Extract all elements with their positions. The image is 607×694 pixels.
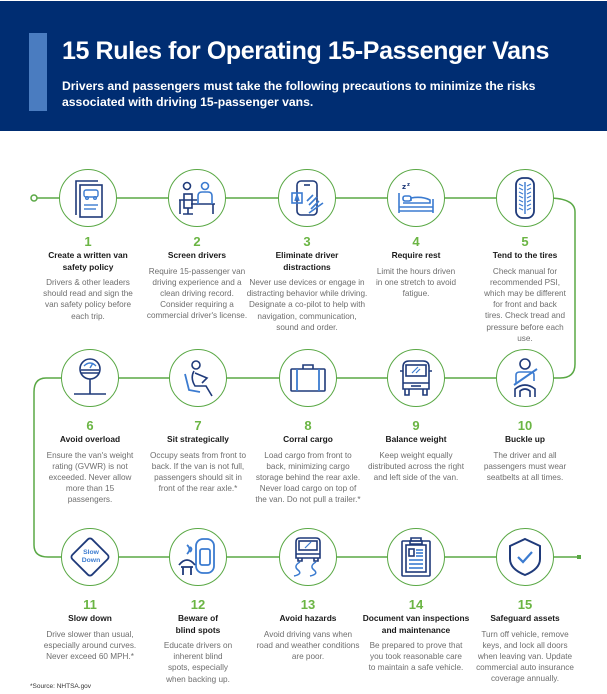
svg-text:z: z (402, 183, 406, 191)
document-van-icon (75, 180, 103, 218)
step-7-icon-circle (169, 349, 227, 407)
step-description: Check manual for recommended PSI, which … (484, 266, 566, 343)
step-title: Tend to the tires (492, 250, 558, 260)
step-9-icon-circle (387, 349, 445, 407)
step-3-icon-circle (278, 169, 336, 227)
step-description: Be prepared to prove that you took reaso… (368, 641, 464, 673)
interview-icon (179, 181, 215, 215)
step-2: 2 Screen drivers Require 15-passenger va… (142, 235, 252, 322)
step-14-icon-circle (387, 528, 445, 586)
van-front-icon (400, 360, 432, 396)
seatbelt-icon (513, 358, 538, 397)
step-description: Require 15-passenger van driving experie… (146, 266, 248, 321)
step-15-icon-circle (496, 528, 554, 586)
step-10: 10 Buckle up The driver and all passenge… (470, 419, 580, 483)
step-2-icon-circle (168, 169, 226, 227)
source-footnote: *Source: NHTSA.gov (30, 683, 92, 690)
step-9: 9 Balance weight Keep weight equally dis… (361, 419, 471, 483)
step-description: Ensure the van's weight rating (GVWR) is… (46, 450, 134, 505)
step-title: Safeguard assets (490, 613, 560, 623)
step-title: Beware of blind spots (175, 613, 221, 635)
step-title: Balance weight (385, 434, 447, 444)
step-number: 9 (412, 418, 420, 433)
seated-person-icon (184, 360, 213, 397)
step-description: Drivers & other leaders should read and … (43, 278, 133, 321)
step-description: Avoid driving vans when road and weather… (256, 629, 360, 661)
step-title: Sit strategically (167, 434, 229, 444)
svg-text:z: z (407, 182, 410, 188)
step-description: Never use devices or engage in distracti… (246, 278, 368, 332)
step-number: 4 (412, 234, 420, 249)
page-subtitle: Drivers and passengers must take the fol… (62, 79, 536, 109)
step-6: 6 Avoid overload Ensure the van's weight… (35, 419, 145, 506)
step-number: 2 (193, 234, 201, 249)
step-title: Buckle up (504, 434, 546, 444)
step-4: 4 Require rest Limit the hours driven in… (361, 235, 471, 299)
step-10-icon-circle (496, 349, 554, 407)
step-title: Require rest (391, 250, 441, 260)
step-number: 12 (190, 597, 206, 612)
step-title: Avoid overload (59, 434, 121, 444)
step-description: Turn off vehicle, remove keys, and lock … (476, 629, 574, 684)
step-11-icon-circle: Slow Down (61, 528, 119, 586)
blind-spot-icon (178, 538, 215, 575)
step-3: 3 Eliminate driver distractions Never us… (247, 234, 368, 333)
step-11: 11 Slow down Drive slower than usual, es… (35, 598, 145, 662)
step-description: The driver and all passengers must wear … (483, 450, 567, 482)
step-title: Document van inspections and maintenance (362, 613, 470, 635)
clipboard-icon (401, 537, 431, 577)
step-13-icon-circle (279, 528, 337, 586)
step-5: 5 Tend to the tires Check manual for rec… (470, 235, 580, 344)
step-number: 10 (517, 418, 533, 433)
step-title: Avoid hazards (279, 613, 337, 623)
step-description: Limit the hours driven in one stretch to… (375, 266, 457, 298)
tire-icon (515, 177, 535, 219)
step-title: Create a written van safety policy (48, 250, 128, 272)
step-13: 13 Avoid hazards Avoid driving vans when… (253, 598, 363, 662)
step-number: 3 (303, 234, 311, 249)
slow-down-sign-text: Slow Down (81, 549, 101, 564)
step-description: Keep weight equally distributed across t… (367, 450, 465, 482)
step-number: 1 (84, 234, 92, 249)
step-description: Occupy seats from front to back. If the … (149, 450, 246, 494)
step-title: Eliminate driver distractions (275, 250, 339, 272)
step-12: 12 Beware of blind spots Educate drivers… (143, 598, 253, 685)
bed-sleep-icon: z z (398, 182, 434, 213)
step-7: 7 Sit strategically Occupy seats from fr… (143, 419, 253, 494)
step-number: 7 (194, 418, 202, 433)
step-description: Drive slower than usual, especially arou… (43, 629, 137, 661)
step-title: Slow down (68, 613, 112, 623)
suitcase-icon (290, 364, 326, 392)
step-1: 1 Create a written van safety policy Dri… (33, 235, 143, 322)
step-description: Load cargo from front to back, minimizin… (255, 450, 361, 505)
step-number: 14 (408, 597, 424, 612)
step-number: 15 (517, 597, 533, 612)
step-8: 8 Corral cargo Load cargo from front to … (253, 419, 363, 506)
phone-hand-icon (291, 180, 324, 216)
slow-down-sign-icon (70, 537, 110, 577)
step-15: 15 Safeguard assets Turn off vehicle, re… (470, 598, 580, 685)
step-title: Screen drivers (167, 250, 227, 260)
step-description: Educate drivers on inherent blind spots,… (163, 641, 233, 684)
step-14: 14 Document van inspections and maintena… (356, 598, 476, 674)
step-number: 5 (521, 234, 529, 249)
step-number: 6 (86, 418, 94, 433)
header-banner: 15 Rules for Operating 15-Passenger Vans… (0, 1, 607, 131)
step-5-icon-circle (496, 169, 554, 227)
step-6-icon-circle (61, 349, 119, 407)
page-title: 15 Rules for Operating 15-Passenger Vans (62, 37, 549, 65)
step-title: Corral cargo (283, 434, 333, 444)
accent-bar (29, 33, 47, 111)
step-4-icon-circle: z z (387, 169, 445, 227)
shield-check-icon (509, 537, 541, 577)
step-number: 13 (300, 597, 316, 612)
step-8-icon-circle (279, 349, 337, 407)
step-1-icon-circle (59, 169, 117, 227)
step-number: 11 (83, 597, 97, 612)
step-number: 8 (304, 418, 312, 433)
van-skid-icon (293, 537, 321, 577)
scale-icon (74, 358, 106, 395)
step-12-icon-circle (169, 528, 227, 586)
